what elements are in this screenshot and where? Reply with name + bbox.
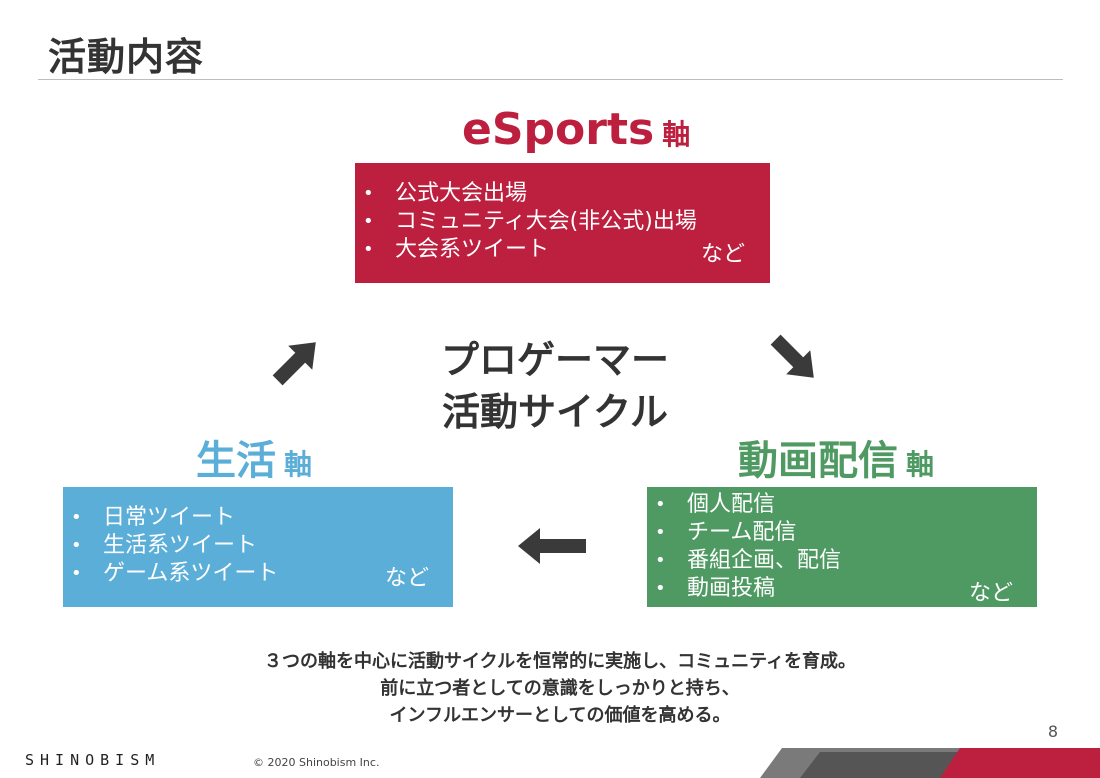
list-item: •生活系ツイート [71, 533, 258, 558]
company-logo: SHINOBISM [25, 751, 161, 769]
list-item: •動画投稿 [655, 576, 776, 601]
list-item: •番組企画、配信 [655, 548, 842, 573]
arrow-down-right-icon [770, 334, 814, 378]
esports-etc: など [701, 242, 746, 267]
bullet: • [363, 183, 374, 204]
copyright-text: © 2020 Shinobism Inc. [253, 756, 380, 769]
bullet: • [71, 507, 82, 528]
esports-list: •公式大会出場 •コミュニティ大会(非公式)出場 •大会系ツイート [355, 180, 770, 264]
life-axis-heading: 生活軸 [196, 428, 312, 486]
life-heading-suffix: 軸 [284, 448, 313, 481]
list-item: •大会系ツイート [363, 237, 550, 262]
cycle-line-2: 活動サイクル [441, 390, 669, 434]
bullet: • [655, 550, 666, 571]
summary-text: ３つの軸を中心に活動サイクルを恒常的に実施し、コミュニティを育成。 前に立つ者と… [200, 648, 920, 729]
esports-heading-label: eSports [462, 104, 655, 155]
bullet: • [363, 211, 374, 232]
bullet: • [363, 239, 374, 260]
summary-line-3: インフルエンサーとしての価値を高める。 [389, 705, 731, 726]
streaming-box: •個人配信 •チーム配信 •番組企画、配信 •動画投稿 など [647, 487, 1037, 607]
streaming-axis-heading: 動画配信軸 [738, 428, 934, 486]
life-list: •日常ツイート •生活系ツイート •ゲーム系ツイート [63, 504, 453, 588]
life-heading-label: 生活 [196, 438, 276, 484]
streaming-etc: など [969, 581, 1014, 606]
bullet: • [655, 494, 666, 515]
list-item: •公式大会出場 [363, 181, 528, 206]
bullet: • [655, 578, 666, 599]
cycle-line-1: プロゲーマー [440, 338, 669, 382]
title-divider [38, 79, 1063, 80]
list-item: •コミュニティ大会(非公式)出場 [363, 209, 697, 234]
streaming-list: •個人配信 •チーム配信 •番組企画、配信 •動画投稿 [647, 491, 1037, 603]
esports-box: •公式大会出場 •コミュニティ大会(非公式)出場 •大会系ツイート など [355, 163, 770, 283]
list-item: •チーム配信 [655, 520, 797, 545]
page-title: 活動内容 [48, 35, 205, 79]
streaming-heading-suffix: 軸 [906, 448, 935, 481]
arrow-up-right-icon [272, 342, 316, 386]
list-item: •日常ツイート [71, 505, 236, 530]
esports-heading-suffix: 軸 [662, 118, 691, 151]
footer-decoration [760, 748, 1100, 778]
list-item: •ゲーム系ツイート [71, 561, 279, 586]
list-item: •個人配信 [655, 492, 776, 517]
bullet: • [71, 563, 82, 584]
life-box: •日常ツイート •生活系ツイート •ゲーム系ツイート など [63, 487, 453, 607]
arrow-left-icon [518, 528, 586, 564]
bullet: • [71, 535, 82, 556]
life-etc: など [385, 566, 430, 591]
summary-line-2: 前に立つ者としての意識をしっかりと持ち、 [380, 678, 740, 699]
summary-line-1: ３つの軸を中心に活動サイクルを恒常的に実施し、コミュニティを育成。 [263, 651, 857, 672]
page-number: 8 [1047, 722, 1058, 741]
cycle-title: プロゲーマー 活動サイクル [420, 334, 690, 438]
bullet: • [655, 522, 666, 543]
streaming-heading-label: 動画配信 [738, 438, 898, 484]
